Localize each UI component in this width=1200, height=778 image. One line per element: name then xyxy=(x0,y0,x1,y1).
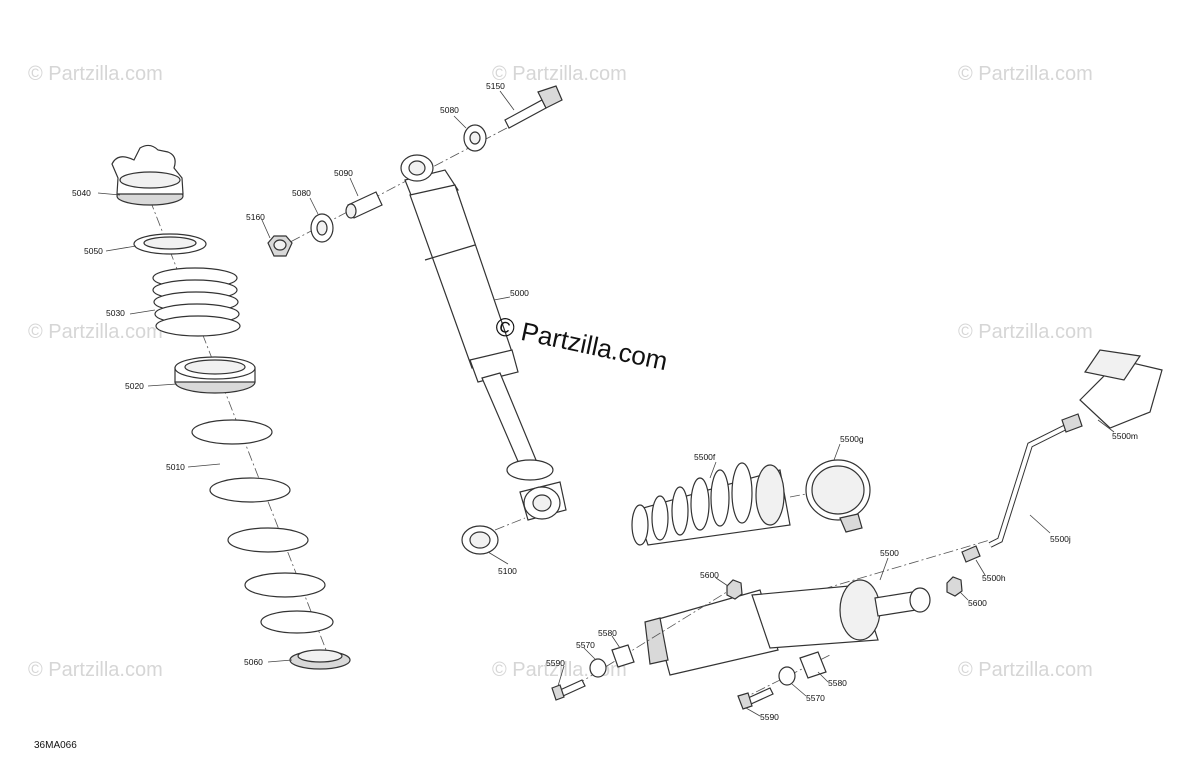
part-5080-bushing-left[interactable] xyxy=(310,213,334,243)
part-5160-nut[interactable] xyxy=(267,235,293,257)
part-5500h-fitting[interactable] xyxy=(961,545,981,563)
spring-stack xyxy=(111,144,351,670)
part-5010-main-spring[interactable] xyxy=(191,419,334,634)
callout-5570-left: 5570 xyxy=(576,640,595,650)
part-5500-reservoir[interactable] xyxy=(644,539,991,676)
part-5590-bolt-left[interactable] xyxy=(551,679,586,701)
part-5050-washer[interactable] xyxy=(133,233,207,255)
callout-5500: 5500 xyxy=(880,548,899,558)
lower-hardware xyxy=(551,545,981,710)
part-5600-nut-right[interactable] xyxy=(946,576,963,597)
part-5150-bolt[interactable] xyxy=(504,85,563,129)
callout-5600-right: 5600 xyxy=(968,598,987,608)
upper-hardware xyxy=(267,85,563,257)
callout-5500f: 5500f xyxy=(694,452,716,462)
part-5000-shock-absorber[interactable] xyxy=(400,154,567,521)
part-5580-bushing-left[interactable] xyxy=(611,644,635,668)
watermarks: © Partzilla.com © Partzilla.com © Partzi… xyxy=(28,63,1093,681)
part-5500f-dust-boot[interactable] xyxy=(631,462,791,546)
callout-5040: 5040 xyxy=(72,188,91,198)
callout-5010: 5010 xyxy=(166,462,185,472)
callouts: 5040 5050 5030 5020 5010 5060 5160 5080 … xyxy=(72,81,1138,722)
part-5060-lower-ring[interactable] xyxy=(289,649,351,670)
callout-5000: 5000 xyxy=(510,288,529,298)
callout-5570-right: 5570 xyxy=(806,693,825,703)
callout-5590-right: 5590 xyxy=(760,712,779,722)
callout-5580-right: 5580 xyxy=(828,678,847,688)
diagram-code: 36MA066 xyxy=(34,740,77,751)
part-5080-bushing-right[interactable] xyxy=(463,124,487,152)
watermark-top-left: © Partzilla.com xyxy=(28,63,163,85)
part-5500g-clamp[interactable] xyxy=(789,459,871,533)
watermark-top-right: © Partzilla.com xyxy=(958,63,1093,85)
callout-5030: 5030 xyxy=(106,308,125,318)
callout-5080-right: 5080 xyxy=(440,105,459,115)
leader-lines xyxy=(97,90,1115,717)
part-5580-bushing-right[interactable] xyxy=(799,651,827,679)
callout-5500h: 5500h xyxy=(982,573,1006,583)
part-5570-washer-left[interactable] xyxy=(589,658,607,678)
part-5040-retainer-cup[interactable] xyxy=(111,144,184,206)
callout-5060: 5060 xyxy=(244,657,263,667)
watermark-mid-right: © Partzilla.com xyxy=(958,321,1093,343)
callout-5500j: 5500j xyxy=(1050,534,1071,544)
part-5600-nut-left[interactable] xyxy=(726,579,743,600)
callout-5160: 5160 xyxy=(246,212,265,222)
callout-5580-left: 5580 xyxy=(598,628,617,638)
watermark-mid-left: © Partzilla.com xyxy=(28,321,163,343)
callout-5600-left: 5600 xyxy=(700,570,719,580)
watermark-bottom-right: © Partzilla.com xyxy=(958,659,1093,681)
callout-5100: 5100 xyxy=(498,566,517,576)
watermark-center: © Partzilla.com xyxy=(493,311,671,377)
watermark-bottom-left: © Partzilla.com xyxy=(28,659,163,681)
callout-5500g: 5500g xyxy=(840,434,864,444)
part-5030-small-spring[interactable] xyxy=(152,267,241,337)
callout-5500m: 5500m xyxy=(1112,431,1138,441)
watermark-top-center: © Partzilla.com xyxy=(492,63,627,85)
part-5100-bushing[interactable] xyxy=(461,517,526,555)
part-5020-seat-ring[interactable] xyxy=(174,356,256,394)
callout-5590-left: 5590 xyxy=(546,658,565,668)
callout-5090: 5090 xyxy=(334,168,353,178)
callout-5150: 5150 xyxy=(486,81,505,91)
callout-5020: 5020 xyxy=(125,381,144,391)
part-5090-sleeve[interactable] xyxy=(345,191,383,219)
callout-5050: 5050 xyxy=(84,246,103,256)
part-5500m-bracket[interactable] xyxy=(1061,349,1163,433)
part-5500j-hose[interactable] xyxy=(988,422,1072,548)
callout-5080-left: 5080 xyxy=(292,188,311,198)
part-5590-bolt-right[interactable] xyxy=(737,687,774,710)
part-5570-washer-right[interactable] xyxy=(778,666,796,686)
